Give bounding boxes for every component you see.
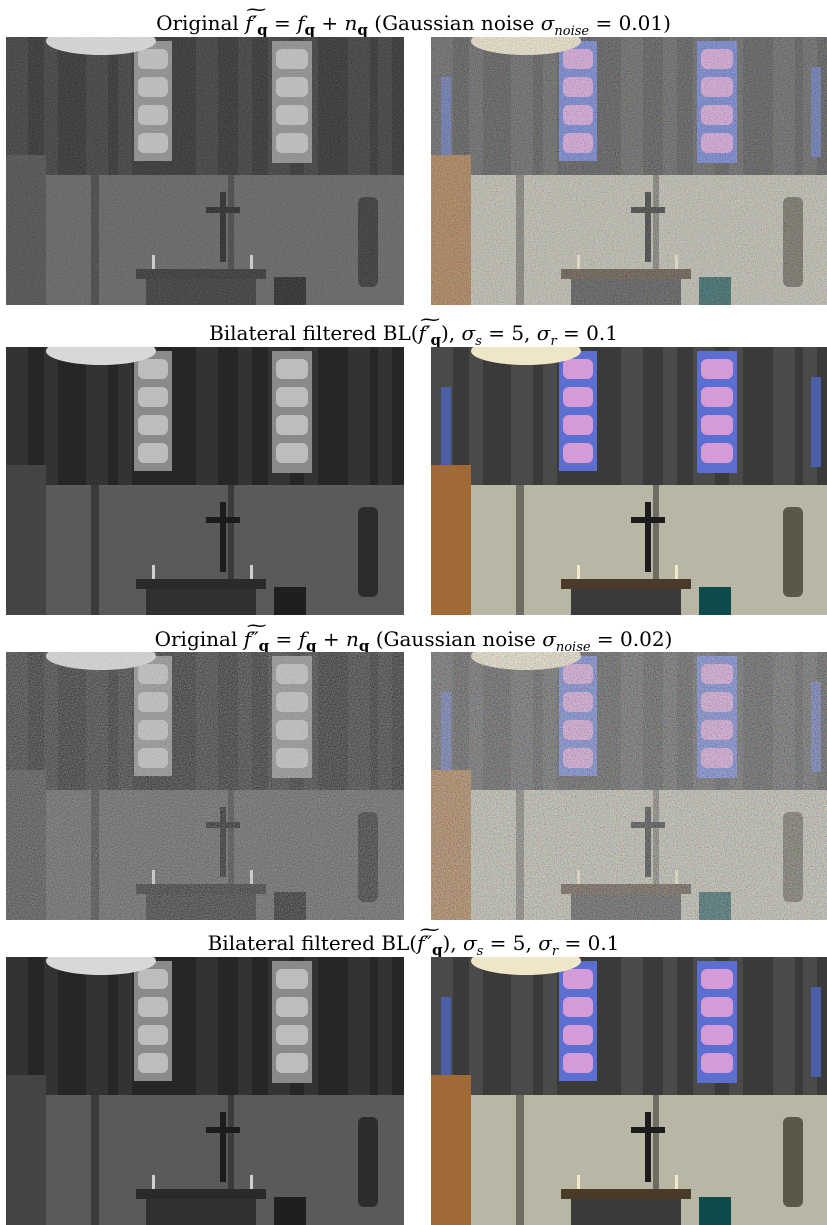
math-q: q bbox=[306, 637, 317, 655]
math-q: q bbox=[304, 21, 316, 39]
math-q: q bbox=[357, 21, 368, 39]
math-n: n bbox=[345, 627, 359, 651]
math-f: f bbox=[417, 931, 425, 955]
image-gray-noisy-0.01 bbox=[6, 37, 404, 305]
math-sigma: σ bbox=[461, 321, 476, 345]
image-gray-noisy-0.02 bbox=[6, 652, 404, 920]
church-scene bbox=[6, 347, 404, 615]
caption-value: = 0.1 bbox=[556, 321, 618, 345]
caption-text: (Gaussian noise bbox=[369, 627, 543, 651]
caption-value: = 0.1 bbox=[558, 931, 620, 955]
math-subscript: r bbox=[550, 334, 557, 349]
math-subscript: s bbox=[475, 334, 482, 349]
tilde-accent: f′q bbox=[245, 11, 267, 42]
math-subscript: s bbox=[476, 944, 484, 959]
tilde-accent: f′q bbox=[419, 321, 441, 352]
math-prime: ′ bbox=[425, 321, 431, 345]
math-subscript: noise bbox=[554, 24, 590, 39]
caption-text: Bilateral filtered BL( bbox=[207, 931, 418, 955]
caption-row-2: Bilateral filtered BL(f′q), σs = 5, σr =… bbox=[0, 321, 827, 354]
math-q: q bbox=[258, 637, 270, 655]
math-f: f bbox=[245, 11, 253, 35]
tilde-accent: f″q bbox=[244, 627, 269, 658]
caption-row-1: Original f′q = fq + nq (Gaussian noise σ… bbox=[0, 11, 827, 44]
church-scene bbox=[431, 652, 827, 920]
math-q: q bbox=[358, 637, 370, 655]
image-color-filtered-2 bbox=[431, 957, 827, 1225]
math-sigma: σ bbox=[542, 627, 556, 651]
caption-text: Original bbox=[154, 627, 244, 651]
church-scene bbox=[6, 37, 404, 305]
math-sigma: σ bbox=[540, 11, 555, 35]
caption-row-3: Original f″q = fq + nq (Gaussian noise σ… bbox=[0, 627, 827, 660]
math-plus: + bbox=[316, 627, 346, 651]
math-sigma: σ bbox=[463, 931, 477, 955]
church-scene bbox=[6, 957, 404, 1225]
math-prime: ′ bbox=[252, 11, 258, 35]
caption-value: = 0.01) bbox=[589, 11, 671, 35]
caption-value: = 0.02) bbox=[590, 627, 673, 651]
math-prime: ″ bbox=[424, 931, 432, 955]
math-q: q bbox=[257, 21, 268, 39]
caption-value: = 5, bbox=[483, 931, 539, 955]
caption-text: Original bbox=[156, 11, 246, 35]
image-color-filtered-1 bbox=[431, 347, 827, 615]
math-plus: + bbox=[315, 11, 345, 35]
math-subscript: r bbox=[551, 944, 559, 959]
image-gray-filtered-2 bbox=[6, 957, 404, 1225]
math-f: f bbox=[243, 627, 252, 651]
math-sigma: σ bbox=[536, 321, 551, 345]
math-prime: ″ bbox=[251, 627, 259, 651]
math-eq: = bbox=[269, 627, 299, 651]
math-sigma: σ bbox=[538, 931, 552, 955]
church-scene bbox=[6, 652, 404, 920]
caption-text: (Gaussian noise bbox=[367, 11, 541, 35]
image-color-noisy-0.02 bbox=[431, 652, 827, 920]
caption-value: = 5, bbox=[481, 321, 537, 345]
math-f: f bbox=[418, 321, 426, 345]
math-f: f bbox=[297, 11, 305, 35]
math-f: f bbox=[298, 627, 306, 651]
math-n: n bbox=[344, 11, 358, 35]
church-scene bbox=[431, 37, 827, 305]
math-q: q bbox=[430, 331, 442, 349]
tilde-accent: f″q bbox=[417, 931, 442, 962]
caption-text: Bilateral filtered BL( bbox=[209, 321, 419, 345]
church-scene bbox=[431, 347, 827, 615]
math-eq: = bbox=[267, 11, 298, 35]
image-gray-filtered-1 bbox=[6, 347, 404, 615]
caption-row-4: Bilateral filtered BL(f″q), σs = 5, σr =… bbox=[0, 931, 827, 964]
math-q: q bbox=[431, 941, 443, 959]
image-color-noisy-0.01 bbox=[431, 37, 827, 305]
church-scene bbox=[431, 957, 827, 1225]
